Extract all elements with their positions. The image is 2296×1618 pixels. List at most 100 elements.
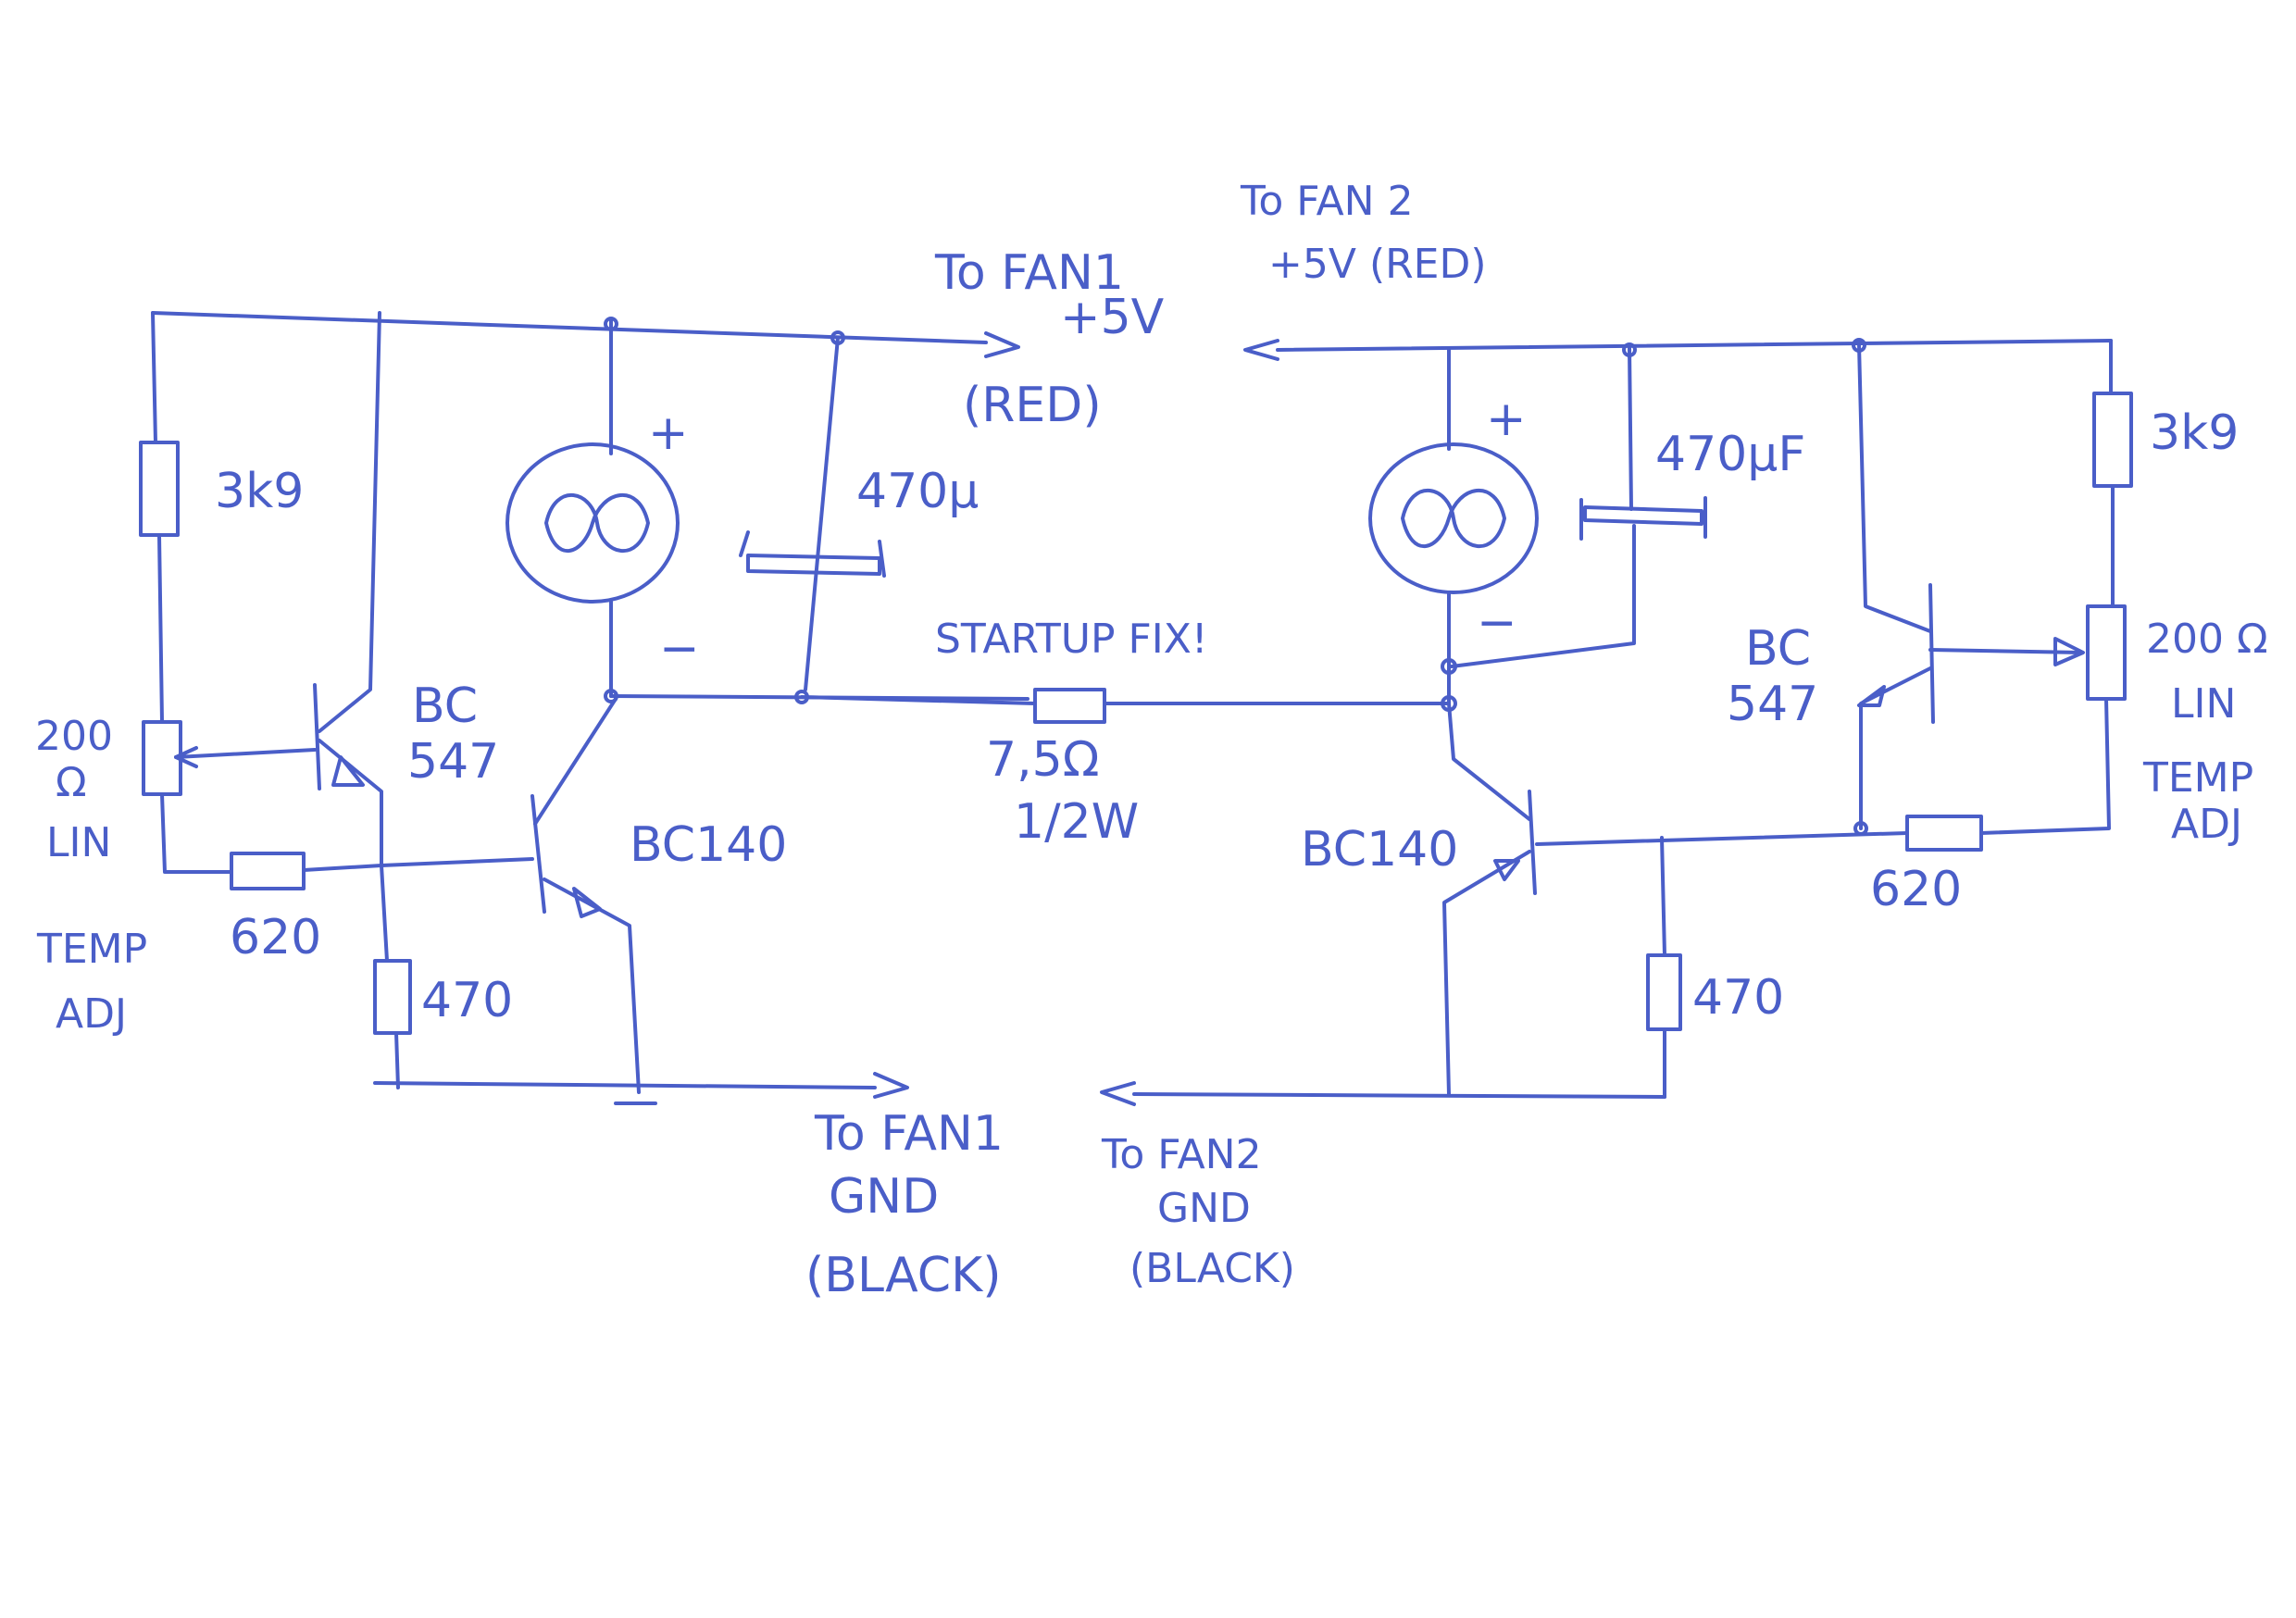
fan1-plus-label-1: To FAN1	[934, 245, 1124, 301]
left-pot-unit-label: Ω	[56, 759, 87, 806]
fan2-plus-label-2: +5V (RED)	[1268, 241, 1487, 288]
fan2-gnd-label-1: To FAN2	[1101, 1131, 1262, 1178]
left-bc140-emitter	[543, 877, 641, 1094]
right-top-rail	[1276, 339, 2113, 352]
left-3k9-resistor	[139, 441, 180, 537]
right-bc140-base-bar	[1528, 790, 1537, 895]
left-fan-symbol	[505, 442, 680, 604]
fan2-gnd-label-2: GND	[1157, 1185, 1251, 1232]
fan2-plus-label-1: To FAN 2	[1240, 178, 1414, 225]
bridge-title: STARTUP FIX!	[935, 616, 1208, 663]
left-470-label: 470	[421, 973, 513, 1028]
right-adj-label: ADJ	[2171, 801, 2242, 848]
left-bc140-label: BC140	[630, 817, 787, 873]
right-capacitor	[1579, 496, 1707, 541]
left-rail-wire	[151, 311, 157, 444]
left-bc547-base-bar	[313, 683, 321, 790]
right-470-label: 470	[1692, 970, 1784, 1026]
left-620-resistor	[230, 852, 306, 890]
left-adj-label: ADJ	[56, 990, 127, 1038]
right-3k9-resistor	[2092, 392, 2133, 488]
left-ground-rail	[373, 1081, 877, 1089]
left-cap-top-dot	[830, 330, 845, 345]
right-bc547-base-bar	[1928, 583, 1935, 724]
bridge-resistor	[1033, 688, 1106, 724]
right-620-resistor	[1905, 815, 1983, 852]
right-bc140-arrow	[1493, 859, 1520, 881]
left-470-resistor	[373, 959, 412, 1035]
startup-bridge: STARTUP FIX! 7,5Ω 1/2W	[800, 616, 1451, 850]
left-bc140-collector	[533, 697, 618, 826]
right-temp-label: TEMP	[2142, 754, 2253, 802]
left-470-bottom-wire	[394, 1031, 400, 1089]
right-fan-infinity	[1401, 489, 1506, 549]
right-470-top-wire	[1660, 836, 1666, 957]
left-temp-label: TEMP	[36, 926, 147, 973]
right-ground-rail	[1132, 1092, 1666, 1099]
right-fan-symbol	[1368, 442, 1539, 594]
fan1-plus-label-2: +5V	[1060, 290, 1165, 345]
right-620-wire	[1535, 831, 1909, 846]
left-plus-arrow	[984, 331, 1020, 358]
right-620-junction-dot	[1853, 821, 1868, 836]
left-capacitor	[739, 530, 886, 578]
fan2-gnd-label-3: (BLACK)	[1129, 1245, 1295, 1292]
right-bc547-collector	[1857, 342, 1932, 633]
right-bc547-label-2: 547	[1727, 677, 1818, 732]
right-bc140-emitter	[1442, 850, 1531, 1096]
left-470-top-wire	[380, 864, 389, 963]
left-pot-wiper-arrow	[174, 746, 198, 768]
left-bc140-base-bar	[530, 794, 546, 914]
right-bc140-label: BC140	[1301, 822, 1458, 877]
left-bc547-label-2: 547	[407, 734, 499, 790]
left-pot-value-label: 200	[35, 713, 113, 760]
right-top-junction-dot	[1852, 338, 1866, 353]
left-gnd-arrow	[873, 1072, 909, 1099]
right-pot-taper-label: LIN	[2171, 680, 2236, 728]
left-bc547-collector	[318, 311, 381, 733]
right-cap-top-wire	[1628, 345, 1633, 511]
right-fan-plus: +	[1486, 392, 1527, 447]
left-top-junction-dot	[604, 317, 618, 331]
right-gnd-arrow	[1100, 1081, 1136, 1106]
fan1-gnd-label-3: (BLACK)	[805, 1248, 1001, 1303]
left-fan-minus: −	[659, 621, 700, 677]
bridge-power-label: 1/2W	[1014, 794, 1139, 850]
left-cap-top-wire	[804, 336, 840, 691]
right-pot-wiper-arrow	[2053, 637, 2085, 666]
fan1-gnd-label-2: GND	[829, 1169, 939, 1225]
left-pot-wiper	[174, 748, 317, 759]
left-pot-bottom-wire	[160, 792, 233, 874]
left-bc547-emitter	[318, 739, 383, 867]
right-cap-label: 470µF	[1655, 427, 1805, 482]
bridge-wire-left	[800, 695, 1037, 705]
left-pot-taper-label: LIN	[46, 819, 111, 866]
right-pot-body	[2086, 604, 2127, 701]
right-470-resistor	[1646, 953, 1682, 1031]
right-bc547-arrow	[1857, 685, 1886, 707]
right-pot-value-label: 200 Ω	[2146, 616, 2268, 663]
left-cap-label: 470µ	[856, 464, 979, 519]
left-bc547-arrow	[331, 755, 365, 787]
terminal-labels: To FAN1 +5V (RED) To FAN 2 +5V (RED) To …	[805, 178, 1487, 1303]
right-circuit: 3k9 200 Ω LIN TEMP ADJ 620 470 BC 547 BC…	[1100, 338, 2268, 1106]
right-plus-arrow	[1243, 339, 1279, 361]
left-3k9-label: 3k9	[215, 464, 304, 519]
right-pot-wiper	[1928, 648, 2083, 654]
right-3k9-label: 3k9	[2150, 405, 2239, 461]
left-junction-dot	[604, 689, 618, 703]
right-bc547-emitter	[1859, 666, 1932, 830]
left-top-rail	[151, 311, 988, 344]
fan1-plus-label-3: (RED)	[963, 378, 1102, 433]
fan1-gnd-label-1: To FAN1	[814, 1106, 1004, 1162]
left-bc140-arrow	[572, 887, 602, 918]
left-bc547-label-1: BC	[412, 678, 478, 734]
bridge-resistor-label: 7,5Ω	[986, 732, 1099, 788]
left-circuit: 3k9 200 Ω LIN TEMP ADJ 620 470 BC 547 BC…	[35, 311, 1029, 1105]
left-620-label: 620	[230, 910, 321, 965]
right-cap-top-dot	[1622, 342, 1637, 357]
left-fan-plus: +	[648, 405, 689, 461]
right-620-label: 620	[1870, 862, 1962, 917]
